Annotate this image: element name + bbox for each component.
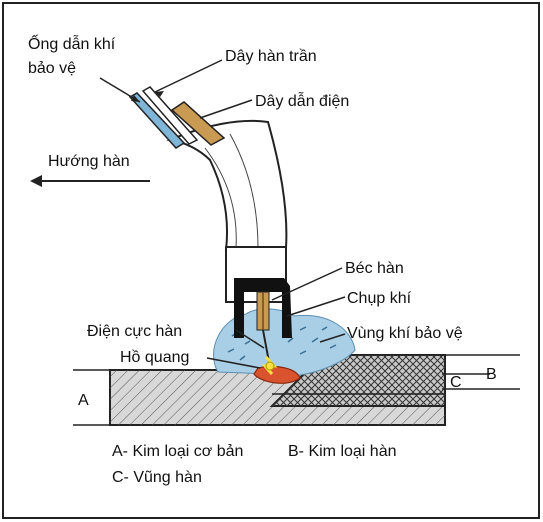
power-cable [170,101,226,146]
electrode-wire [262,329,270,363]
label-direction: Hướng hàn [48,153,130,170]
legend-b: B- Kim loại hàn [288,443,397,460]
label-bare-wire: Dây hàn trần [225,48,317,65]
marker-b: B [486,366,497,383]
bare-wire [141,86,199,145]
label-gas-tube-2: bảo vệ [28,60,76,77]
direction-arrow [30,175,150,187]
label-gas-tube-1: Ống dẫn khí [28,33,116,53]
label-gas-nozzle: Chụp khí [347,290,412,307]
gas-tube [128,92,186,149]
legend-a: A- Kim loại cơ bản [112,443,243,460]
label-contact-tip: Béc hàn [345,260,404,277]
torch-cable-body [166,119,288,252]
legend-c: C- Vũng hàn [112,469,202,486]
arrow-gas-tube-head [131,95,140,102]
arrow-wire-head [155,91,164,97]
shield-gas-zone [213,308,356,376]
arc-glow [265,361,275,371]
leader-lines [73,59,520,426]
label-electrode: Điện cực hàn [87,323,182,340]
marker-a: A [78,392,89,409]
label-arc: Hồ quang [120,349,189,366]
label-power-cable: Dây dẫn điện [255,91,349,110]
marker-c: C [450,374,462,391]
label-shield-zone: Vùng khí bảo vệ [347,325,463,342]
